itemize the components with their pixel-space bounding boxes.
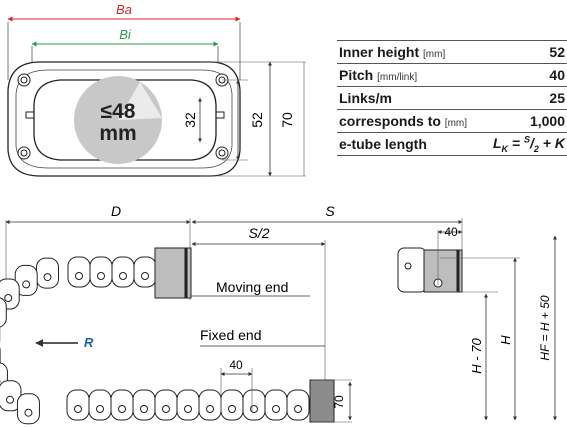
chain-link xyxy=(198,389,222,421)
screw-icon xyxy=(17,146,31,160)
spec-label: Inner height xyxy=(339,44,420,60)
spec-value: 1,000 xyxy=(482,109,567,133)
dim-70-end: 70 xyxy=(332,395,346,409)
screw-icon xyxy=(17,73,31,87)
bi-label: Bi xyxy=(119,27,132,42)
chain-link xyxy=(0,297,7,328)
chain-link xyxy=(89,256,113,288)
spec-value: 52 xyxy=(482,40,567,64)
screw-icon xyxy=(215,146,229,160)
chain-link xyxy=(154,389,178,421)
chain-link xyxy=(88,389,112,421)
dim-S: S xyxy=(325,203,335,219)
chain-link xyxy=(264,389,288,421)
bend-value: ≤48 xyxy=(101,100,136,123)
chain-link xyxy=(176,389,200,421)
bend-unit: mm xyxy=(99,122,136,145)
spec-value: 40 xyxy=(482,63,567,87)
dim-H: H xyxy=(498,335,513,345)
table-row: Inner height [mm] 52 xyxy=(337,40,567,64)
dim-H-minus-70: H - 70 xyxy=(469,338,484,374)
spec-value: 25 xyxy=(482,86,567,110)
spec-unit: [mm] xyxy=(444,118,468,129)
dim-S-half: S/2 xyxy=(248,225,269,241)
chain-link xyxy=(67,256,91,288)
chain-link xyxy=(14,264,38,296)
fixed-end-bracket xyxy=(309,379,335,423)
cross-section: Ba Bi ≤48 mm 32 52 70 xyxy=(7,2,306,177)
chain-link xyxy=(132,389,156,421)
formula-slash: / xyxy=(530,134,534,151)
table-row: Pitch [mm/link] 40 xyxy=(337,63,567,87)
length-formula: LK = S/2 + K xyxy=(482,132,567,156)
moving-end-label: Moving end xyxy=(216,279,288,295)
spec-label: corresponds to xyxy=(339,113,441,129)
dim-40-right: 40 xyxy=(444,225,458,239)
dim-52: 52 xyxy=(249,112,265,128)
chain-link xyxy=(110,389,134,421)
chain-link xyxy=(111,256,135,288)
fixed-end-label: Fixed end xyxy=(200,327,261,343)
moving-end-detail: 40 xyxy=(397,225,463,293)
chain-link xyxy=(220,389,244,421)
table-row: corresponds to [mm] 1,000 xyxy=(337,109,567,133)
formula-eq: = xyxy=(508,134,524,151)
chain-link xyxy=(66,389,90,421)
spec-table: Inner height [mm] 52 Pitch [mm/link] 40 … xyxy=(337,40,567,156)
table-row: e-tube length LK = S/2 + K xyxy=(337,132,567,156)
chain-link xyxy=(286,389,310,421)
dim-HF: HF = H + 50 xyxy=(538,295,552,360)
chain-link xyxy=(35,257,59,289)
formula-tail: + K xyxy=(538,134,565,151)
formula-lhs: L xyxy=(492,134,502,151)
spec-label: Pitch xyxy=(339,67,374,83)
formula-den: 2 xyxy=(533,143,539,154)
dim-32: 32 xyxy=(182,112,198,128)
formula-num: S xyxy=(524,134,531,145)
dim-70: 70 xyxy=(279,112,295,128)
dim-D: D xyxy=(111,203,121,219)
dim-pitch: 40 xyxy=(229,358,243,372)
chain-link xyxy=(242,389,266,421)
chain-link xyxy=(16,393,40,425)
spec-label: e-tube length xyxy=(339,136,427,152)
spec-label: Links/m xyxy=(339,90,392,106)
side-view: D S S/2 Moving end Fixed end 70 40 R xyxy=(0,203,557,425)
formula-lhs-sub: K xyxy=(501,143,509,154)
spec-unit: [mm] xyxy=(423,49,446,60)
radius-label: R xyxy=(84,335,94,350)
spec-unit: [mm/link] xyxy=(377,72,418,83)
table-row: Links/m 25 xyxy=(337,86,567,110)
chain-links xyxy=(0,256,310,425)
chain-link xyxy=(133,256,157,288)
ba-label: Ba xyxy=(116,2,132,17)
